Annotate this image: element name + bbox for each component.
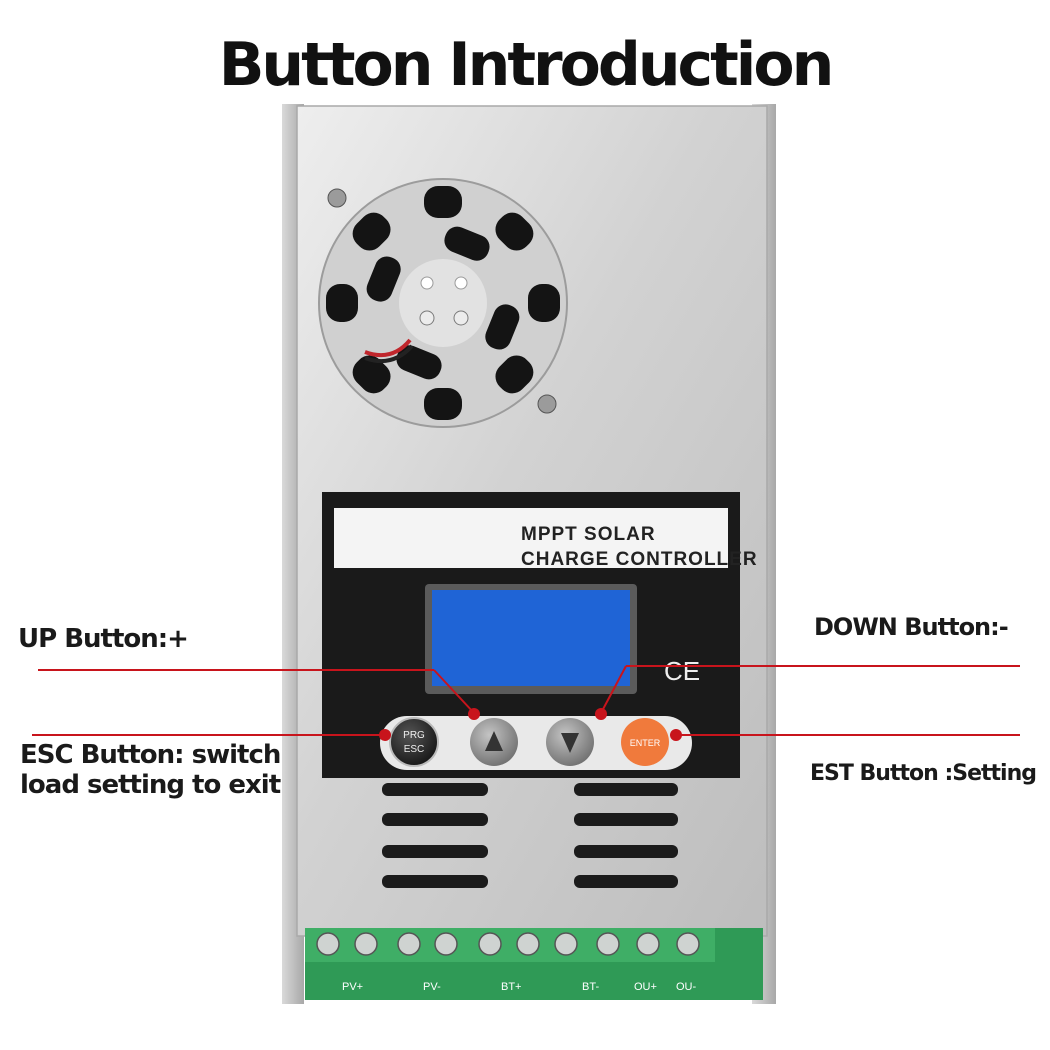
up-button-callout: UP Button:+ [18,624,189,654]
lcd-screen [432,590,630,686]
enter-button-label: ENTER [630,738,661,748]
down-callout-dot [595,708,607,720]
panel-title-line1: MPPT SOLAR [521,524,656,545]
panel-label-area [334,508,728,568]
est-callout-line [676,734,1020,736]
terminal-label-ou-plus: OU+ [634,981,657,993]
terminal-label-ou-minus: OU- [676,981,697,993]
button-strip [380,716,692,770]
up-callout-line [38,669,434,671]
est-button-callout: EST Button :Setting [810,761,1037,786]
up-callout-dot [468,708,480,720]
down-arrow-icon [561,733,579,753]
esc-button-callout-line2: load setting to exit [20,770,281,800]
callout-endpoints [379,708,682,741]
ce-mark: CE [664,656,700,686]
up-button[interactable] [470,718,518,766]
down-button[interactable] [546,718,594,766]
enter-button[interactable]: ENTER [621,718,669,766]
down-button-callout: DOWN Button:- [814,613,1009,641]
esc-button-callout-line1: ESC Button: switch [20,740,281,770]
page-title: Button Introduction [218,30,835,100]
esc-callout-dot [379,729,391,741]
vent-slots [382,783,678,888]
terminal-label-bt-plus: BT+ [501,981,521,993]
esc-callout-line [32,734,385,736]
panel-title-line2: CHARGE CONTROLLER [521,549,758,570]
esc-button-label-top: PRG [403,730,425,741]
up-arrow-icon [485,731,503,751]
terminal-label-pv-minus: PV- [423,981,441,993]
callout-connectors [433,665,627,714]
terminal-label-pv-plus: PV+ [342,981,363,993]
terminal-label-bt-minus: BT- [582,981,599,993]
esc-button[interactable]: PRG ESC [389,717,439,767]
down-callout-line [626,665,1020,667]
terminal-screws [316,932,700,956]
fan-grille [318,178,568,428]
esc-button-label-bottom: ESC [404,744,425,755]
